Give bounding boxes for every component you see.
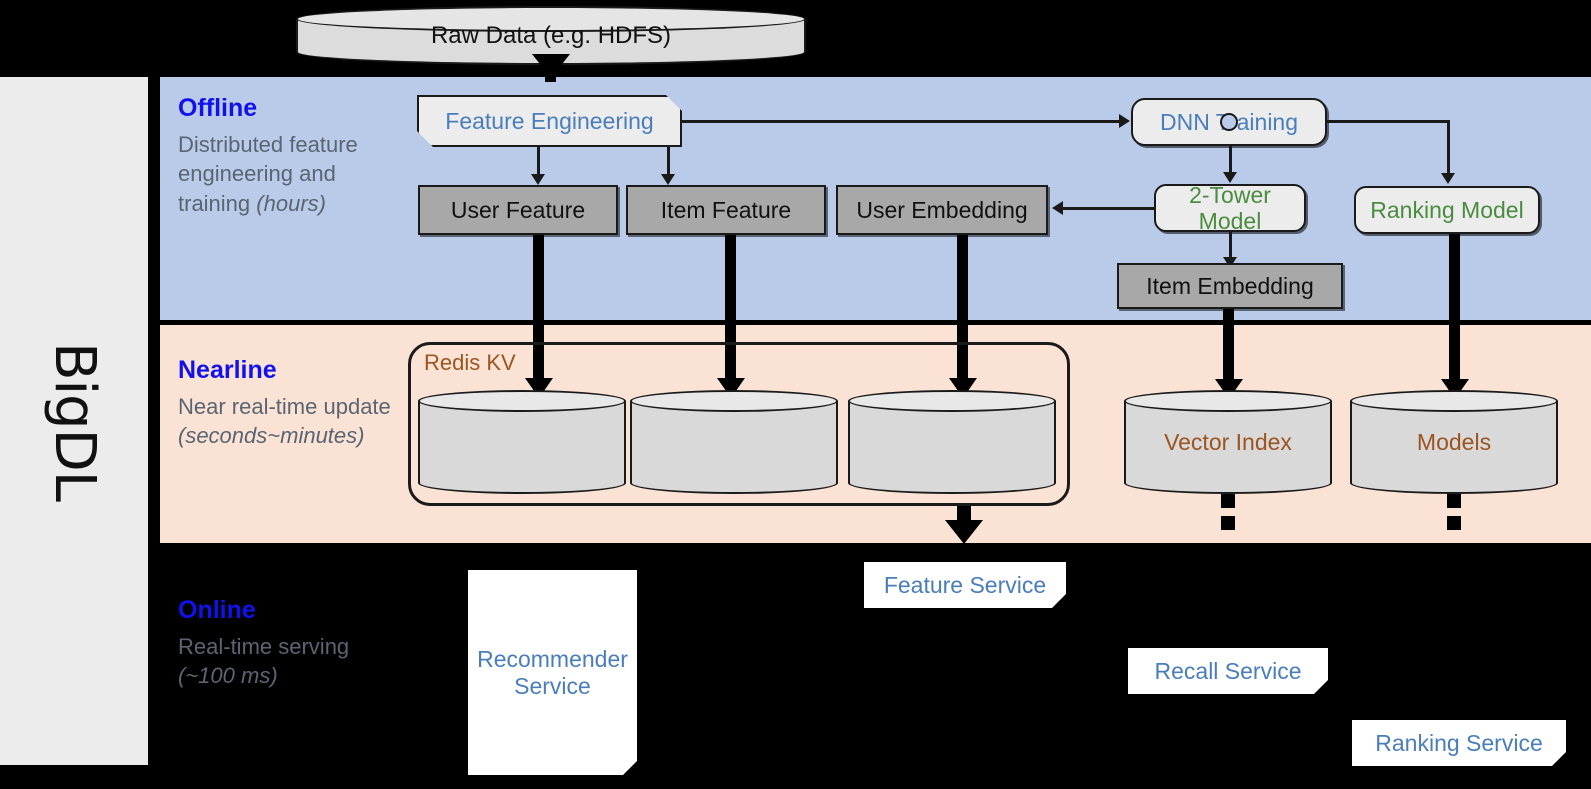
nearline-desc-text: Near real-time update [178, 394, 391, 419]
redis-cylinder-user-embedding [848, 390, 1056, 494]
node-2-tower-model[interactable]: 2-Tower Model [1154, 181, 1306, 234]
nearline-caption: Nearline Near real-time update (seconds~… [178, 358, 393, 451]
nearline-desc-em: (seconds~minutes) [178, 423, 365, 449]
service-label-line1: Recommender [477, 646, 628, 673]
arrowhead-fe-itemfeature [661, 174, 675, 185]
redis-kv-group [408, 342, 1070, 506]
vector-index-cylinder[interactable]: Vector Index [1124, 390, 1332, 494]
connector-2tower-userembedding [1063, 207, 1155, 210]
vector-index-label: Vector Index [1164, 428, 1292, 455]
node-label: Item Embedding [1146, 272, 1314, 299]
node-label: Item Feature [660, 196, 792, 223]
dash-vectorindex-recall-2 [1221, 516, 1235, 530]
connector-dnn-ranking-v [1447, 120, 1450, 175]
node-item-feature[interactable]: Item Feature [626, 185, 826, 235]
arrowhead-dnn-ranking [1441, 173, 1455, 184]
pipe-userfeature-redis [533, 235, 544, 383]
node-label: User Feature [450, 196, 586, 223]
service-feature[interactable]: Feature Service [864, 562, 1066, 608]
arrowhead-2tower-userembedding [1052, 201, 1063, 215]
sidebar-bigdl: BigDL [0, 77, 148, 765]
connector-fe-itemfeature [667, 147, 670, 176]
dash-vectorindex-recall-1 [1221, 494, 1235, 508]
pipe-itemembedding-vectorindex [1223, 309, 1234, 384]
connector-fe-userfeature [537, 147, 540, 176]
offline-desc-text: Distributed feature engineering and trai… [178, 132, 358, 216]
service-ranking[interactable]: Ranking Service [1352, 720, 1566, 766]
connector-dnn-ranking-h [1327, 120, 1449, 123]
redis-kv-label: Redis KV [424, 350, 516, 375]
node-label: 2-Tower Model [1189, 181, 1271, 234]
cylinder-top [630, 390, 838, 412]
offline-desc-em: (hours) [256, 190, 326, 216]
service-label: Feature Service [883, 571, 1047, 598]
node-label: User Embedding [856, 196, 1028, 223]
sidebar-label: BigDL [41, 341, 107, 501]
arrowhead-fe-userfeature [531, 174, 545, 185]
pipe-rankingmodel-models [1449, 234, 1460, 384]
cylinder-top [1124, 390, 1332, 412]
node-label: DNN Training [1159, 108, 1299, 135]
dash-models-ranking-1 [1447, 494, 1461, 508]
node-label: Feature Engineering [445, 107, 654, 134]
cylinder-body [848, 401, 1056, 483]
arrowhead-fe-dnn [1119, 114, 1130, 128]
offline-caption: Offline Distributed feature engineering … [178, 96, 393, 218]
service-label: Ranking Service [1375, 729, 1543, 756]
raw-data-cylinder: Raw Data (e.g. HDFS) [296, 6, 806, 65]
node-dnn-training[interactable]: DNN Training [1131, 98, 1327, 146]
online-desc: Real-time serving (~100 ms) [178, 632, 393, 691]
node-item-embedding[interactable]: Item Embedding [1117, 263, 1343, 309]
online-title: Online [178, 596, 256, 624]
cylinder-body [630, 401, 838, 483]
pipe-userembedding-redis [957, 235, 968, 383]
node-feature-engineering[interactable]: Feature Engineering [417, 95, 682, 147]
offline-title: Offline [178, 94, 258, 122]
arrowhead-dnn-2tower [1223, 172, 1237, 183]
node-ranking-model[interactable]: Ranking Model [1354, 186, 1540, 234]
connector-fe-dnn [682, 120, 1119, 123]
nearline-title: Nearline [178, 356, 277, 384]
cylinder-top [418, 390, 626, 412]
arrowhead-2tower-itemembedding [1223, 257, 1237, 268]
service-label-line2: Service [514, 672, 591, 699]
cylinder-top [296, 6, 806, 32]
cylinder-body [418, 401, 626, 483]
online-desc-em: (~100 ms) [178, 663, 278, 689]
online-caption: Online Real-time serving (~100 ms) [178, 598, 393, 691]
connector-dnn-2tower [1229, 146, 1232, 174]
cylinder-top [848, 390, 1056, 412]
connector-2tower-itemembedding [1229, 232, 1232, 259]
service-label: Recall Service [1154, 657, 1302, 684]
node-user-feature[interactable]: User Feature [418, 185, 618, 235]
arrowhead-rawdata-fe [532, 54, 570, 78]
offline-desc: Distributed feature engineering and trai… [178, 130, 393, 218]
redis-cylinder-user-feature [418, 390, 626, 494]
cylinder-top [1350, 390, 1558, 412]
arrowhead-redis-featureservice [945, 520, 983, 544]
cylinder-body [1350, 401, 1558, 483]
dash-models-ranking-2 [1447, 516, 1461, 530]
node-label: Ranking Model [1370, 196, 1524, 223]
dash-redis-featureservice [957, 506, 971, 520]
service-recommender[interactable]: Recommender Service [468, 570, 637, 775]
redis-cylinder-item-feature [630, 390, 838, 494]
models-cylinder[interactable]: Models [1350, 390, 1558, 494]
online-desc-text: Real-time serving [178, 634, 350, 659]
models-label: Models [1416, 428, 1492, 455]
raw-data-label: Raw Data (e.g. HDFS) [430, 21, 672, 49]
nearline-desc: Near real-time update (seconds~minutes) [178, 392, 393, 451]
cylinder-body [1124, 401, 1332, 483]
node-user-embedding[interactable]: User Embedding [836, 185, 1048, 235]
pipe-itemfeature-redis [725, 235, 736, 383]
service-recall[interactable]: Recall Service [1128, 648, 1328, 694]
